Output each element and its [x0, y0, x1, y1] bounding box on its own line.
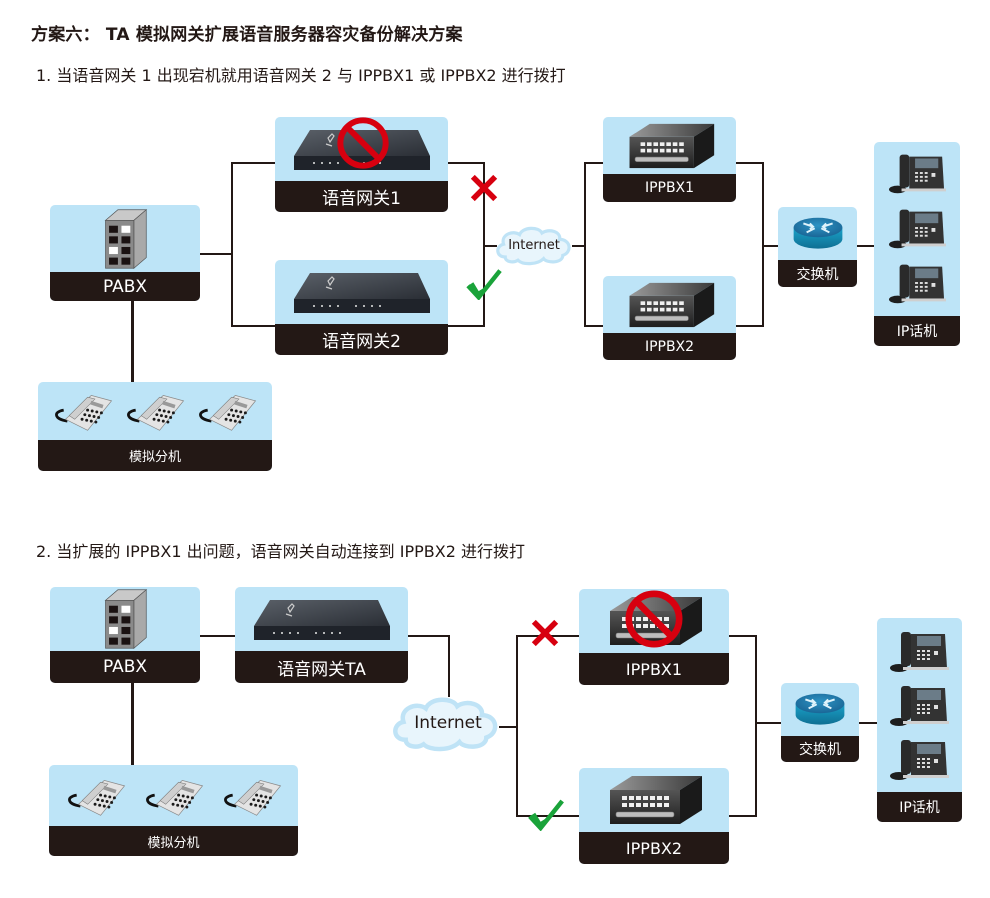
connector — [516, 635, 518, 817]
ip-phones-label: IP话机 — [877, 792, 962, 822]
connector — [755, 722, 781, 724]
gateway1-label: 语音网关1 — [275, 181, 448, 212]
ippbx-icon — [624, 281, 716, 329]
diagram1-gateway2: 语音网关2 — [275, 260, 448, 355]
diagram1-ippbx2: IPPBX2 — [603, 276, 736, 360]
connector — [408, 635, 449, 637]
success-check-icon — [466, 268, 502, 300]
connector — [448, 162, 484, 164]
diagram2-switch: 交换机 — [781, 683, 859, 762]
diagram1-gateway1: 语音网关1 — [275, 117, 448, 212]
diagram1-caption: 1. 当语音网关 1 出现宕机就用语音网关 2 与 IPPBX1 或 IPPBX… — [36, 66, 566, 85]
connector — [231, 162, 233, 327]
ip-phone-icon — [889, 682, 949, 728]
pabx-icon — [97, 588, 153, 650]
fail-x-icon — [470, 174, 498, 202]
connector — [448, 635, 450, 697]
ip-phone-icon — [889, 736, 949, 782]
ippbx2-label: IPPBX2 — [579, 832, 729, 864]
internet-label: Internet — [508, 237, 560, 253]
connector — [736, 162, 763, 164]
pabx-icon — [97, 208, 153, 270]
fail-x-icon — [531, 619, 559, 647]
ippbx-icon — [624, 122, 716, 170]
connector — [729, 635, 756, 637]
page-title: 方案六： TA 模拟网关扩展语音服务器容灾备份解决方案 — [31, 25, 463, 45]
connector — [483, 245, 497, 247]
connector — [131, 300, 134, 382]
connector — [572, 245, 585, 247]
analog-phone-icon — [50, 388, 116, 434]
connector — [859, 722, 877, 724]
success-check-icon — [528, 798, 564, 831]
gateway-icon — [292, 269, 432, 315]
diagram2-gateway-ta: 语音网关TA — [235, 587, 408, 683]
switch-icon — [794, 692, 846, 728]
connector — [499, 726, 517, 728]
diagram2-ippbx1: IPPBX1 — [579, 589, 729, 685]
extensions-label: 模拟分机 — [38, 440, 272, 471]
connector — [729, 815, 756, 817]
connector — [231, 325, 275, 327]
switch-icon — [792, 216, 844, 252]
diagram1-ippbx1: IPPBX1 — [603, 117, 736, 202]
connector — [131, 683, 134, 765]
failure-ban-icon — [624, 589, 684, 649]
gateway-ta-label: 语音网关TA — [235, 651, 408, 683]
diagram1-pabx: PABX — [50, 205, 200, 301]
analog-phone-icon — [218, 773, 286, 819]
ip-phone-icon — [888, 150, 946, 196]
gateway2-label: 语音网关2 — [275, 324, 448, 355]
pabx-label: PABX — [50, 272, 200, 301]
connector — [231, 162, 275, 164]
diagram2-ip-phones: IP话机 — [877, 618, 962, 822]
connector — [584, 325, 603, 327]
ip-phone-icon — [888, 260, 946, 306]
pabx-label: PABX — [50, 651, 200, 683]
ip-phones-label: IP话机 — [874, 316, 960, 346]
extensions-label: 模拟分机 — [49, 826, 298, 856]
diagram1-switch: 交换机 — [778, 207, 857, 287]
ippbx-icon — [604, 774, 704, 826]
diagram2-ippbx2: IPPBX2 — [579, 768, 729, 864]
connector — [762, 162, 764, 327]
failure-ban-icon — [336, 116, 390, 170]
connector — [448, 325, 484, 327]
analog-phone-icon — [62, 773, 130, 819]
diagram1-ip-phones: IP话机 — [874, 142, 960, 346]
internet-label: Internet — [414, 713, 482, 733]
analog-phone-icon — [122, 388, 188, 434]
analog-phone-icon — [194, 388, 260, 434]
switch-label: 交换机 — [778, 260, 857, 287]
ippbx1-label: IPPBX1 — [603, 174, 736, 202]
gateway-icon — [252, 596, 392, 642]
diagram2-caption: 2. 当扩展的 IPPBX1 出问题，语音网关自动连接到 IPPBX2 进行拨打 — [36, 542, 525, 561]
connector — [584, 162, 603, 164]
connector — [200, 635, 235, 637]
analog-phone-icon — [140, 773, 208, 819]
connector — [584, 162, 586, 327]
ip-phone-icon — [889, 628, 949, 674]
ippbx2-label: IPPBX2 — [603, 333, 736, 360]
ip-phone-icon — [888, 205, 946, 251]
connector — [736, 325, 763, 327]
switch-label: 交换机 — [781, 736, 859, 762]
ippbx1-label: IPPBX1 — [579, 653, 729, 685]
diagram1-extensions: 模拟分机 — [38, 382, 272, 471]
diagram2-extensions: 模拟分机 — [49, 765, 298, 856]
connector — [762, 245, 778, 247]
diagram2-pabx: PABX — [50, 587, 200, 683]
connector — [483, 162, 485, 327]
connector — [857, 245, 874, 247]
connector — [200, 253, 232, 255]
connector — [755, 635, 757, 817]
